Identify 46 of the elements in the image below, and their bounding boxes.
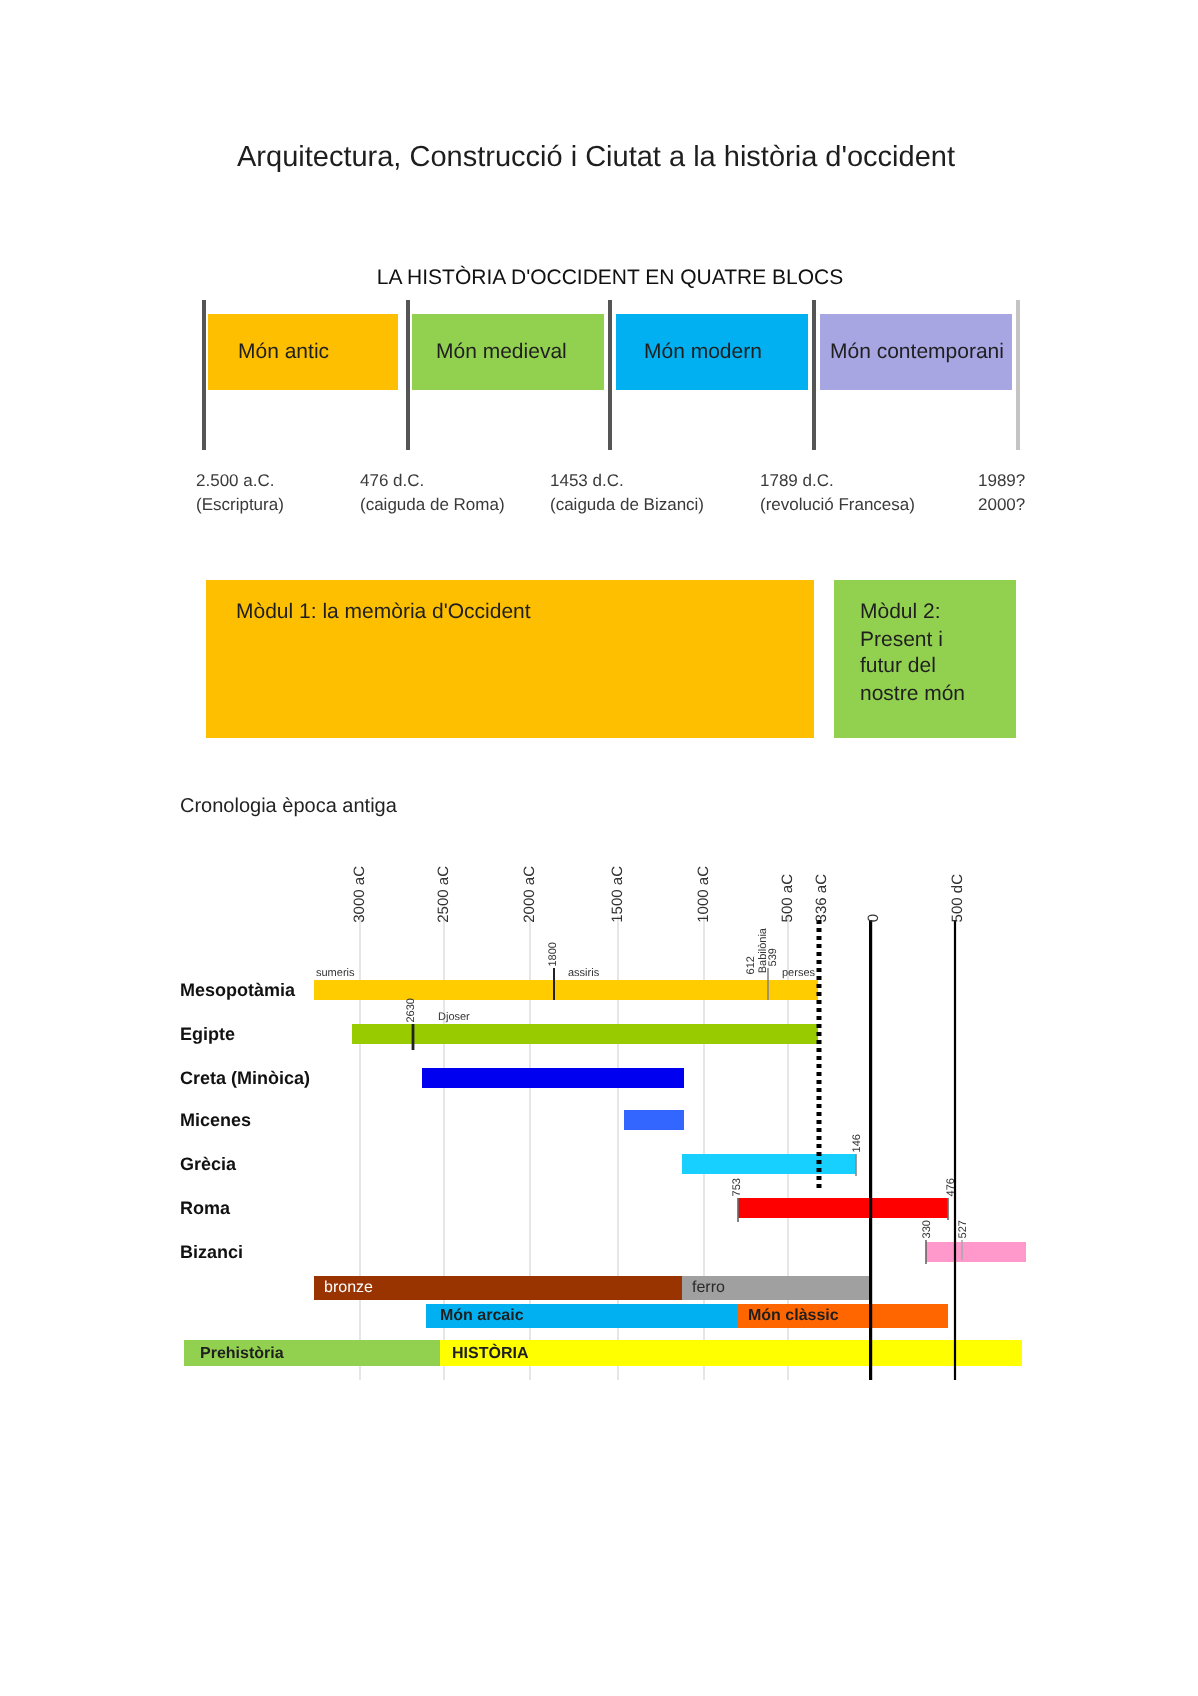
period-box: [820, 314, 1012, 390]
era-label: Prehistòria: [200, 1345, 286, 1361]
era-label: HISTÒRIA: [452, 1345, 531, 1361]
timeline-bar: [352, 1024, 818, 1044]
era-label: Món arcaic: [440, 1308, 526, 1324]
era-bar: [440, 1340, 1022, 1366]
timeline-bar: [314, 980, 818, 1000]
module-label: Mòdul 1: la memòria d'Occident: [236, 600, 533, 627]
row-label: Mesopotàmia: [180, 978, 296, 1002]
era-label: Món clàssic: [748, 1308, 841, 1324]
module-box: [206, 580, 814, 738]
timeline-bar: [624, 1110, 684, 1130]
era-bar: [314, 1276, 682, 1300]
section-heading: LA HISTÒRIA D'OCCIDENT EN QUATRE BLOCS: [376, 266, 844, 292]
era-bar: [682, 1276, 870, 1300]
timeline-bar: [682, 1154, 856, 1174]
timeline-bar: [738, 1198, 948, 1218]
module-box: [834, 580, 1016, 738]
row-label: Egipte: [180, 1022, 236, 1046]
era-bar: [184, 1340, 440, 1366]
page-title: Arquitectura, Construcció i Ciutat a la història d'occident: [237, 142, 955, 177]
date-label: 2.500 a.C. (Escriptura): [196, 468, 284, 516]
era-bar: [426, 1304, 738, 1328]
date-label: 1989? 2000?: [978, 468, 1026, 516]
row-label: Bizanci: [180, 1240, 244, 1264]
date-label: 1789 d.C. (revolució Francesa): [760, 468, 915, 516]
date-label: 476 d.C. (caiguda de Roma): [360, 468, 505, 516]
timeline-bar: [422, 1068, 684, 1088]
era-label: bronze: [324, 1280, 375, 1296]
row-label: Micenes: [180, 1108, 252, 1132]
period-label: Món antic: [238, 339, 332, 365]
era-bar: [738, 1304, 948, 1328]
timeline-bar: [926, 1242, 1026, 1262]
period-label: Món modern: [644, 339, 764, 365]
row-label: Creta (Minòica): [180, 1066, 311, 1090]
period-label: Món contemporani: [830, 339, 1006, 365]
period-box: [412, 314, 604, 390]
era-label: ferro: [692, 1280, 727, 1296]
period-box: [616, 314, 808, 390]
date-label: 1453 d.C. (caiguda de Bizanci): [550, 468, 705, 516]
period-label: Món medieval: [436, 339, 569, 365]
chart-title: Cronologia època antiga: [180, 796, 397, 820]
row-label: Grècia: [180, 1152, 237, 1176]
module-label: Mòdul 2: Present i futur del nostre món: [860, 600, 968, 708]
row-label: Roma: [180, 1196, 231, 1220]
period-box: [208, 314, 398, 390]
